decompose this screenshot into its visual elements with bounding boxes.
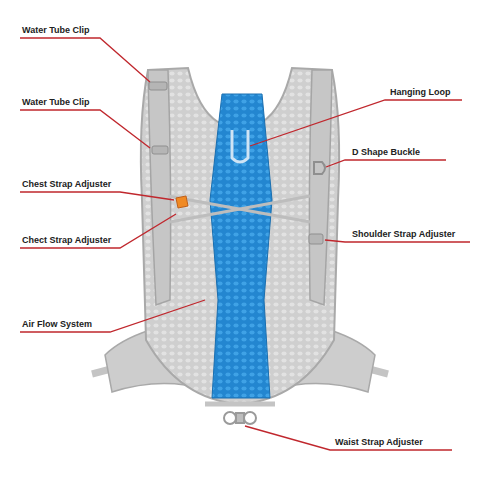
part-label: Chest Strap Adjuster	[22, 178, 111, 190]
leader-line	[325, 240, 470, 242]
waist-buckle	[205, 404, 275, 424]
leader-line	[250, 100, 462, 146]
part-label: Waist Strap Adjuster	[335, 436, 423, 448]
part-label: Air Flow System	[22, 318, 92, 330]
leader-line	[245, 426, 452, 450]
chest-buckle	[176, 196, 188, 208]
shoulder-strap	[309, 70, 332, 305]
leader-line	[20, 110, 150, 148]
leader-lines	[20, 38, 470, 450]
leader-line	[20, 192, 174, 200]
part-label: Water Tube Clip	[22, 24, 90, 36]
part-label: Hanging Loop	[390, 86, 451, 98]
part-label: Chect Strap Adjuster	[22, 234, 111, 246]
part-label: Water Tube Clip	[22, 96, 90, 108]
part-label: D Shape Buckle	[352, 146, 420, 158]
back-panel	[141, 68, 339, 404]
leader-line	[20, 300, 205, 332]
strap-adjuster	[309, 234, 323, 244]
air-flow-channel	[210, 94, 272, 398]
part-label: Shoulder Strap Adjuster	[352, 228, 455, 240]
d-buckle	[314, 162, 325, 174]
tube-clip	[149, 82, 167, 90]
chest-strap	[168, 196, 310, 222]
leader-line	[20, 214, 176, 248]
hanging-loop	[232, 130, 248, 162]
tube-clip	[152, 146, 168, 154]
shoulder-strap	[148, 70, 171, 305]
leader-line	[20, 38, 150, 82]
leader-line	[326, 160, 446, 167]
